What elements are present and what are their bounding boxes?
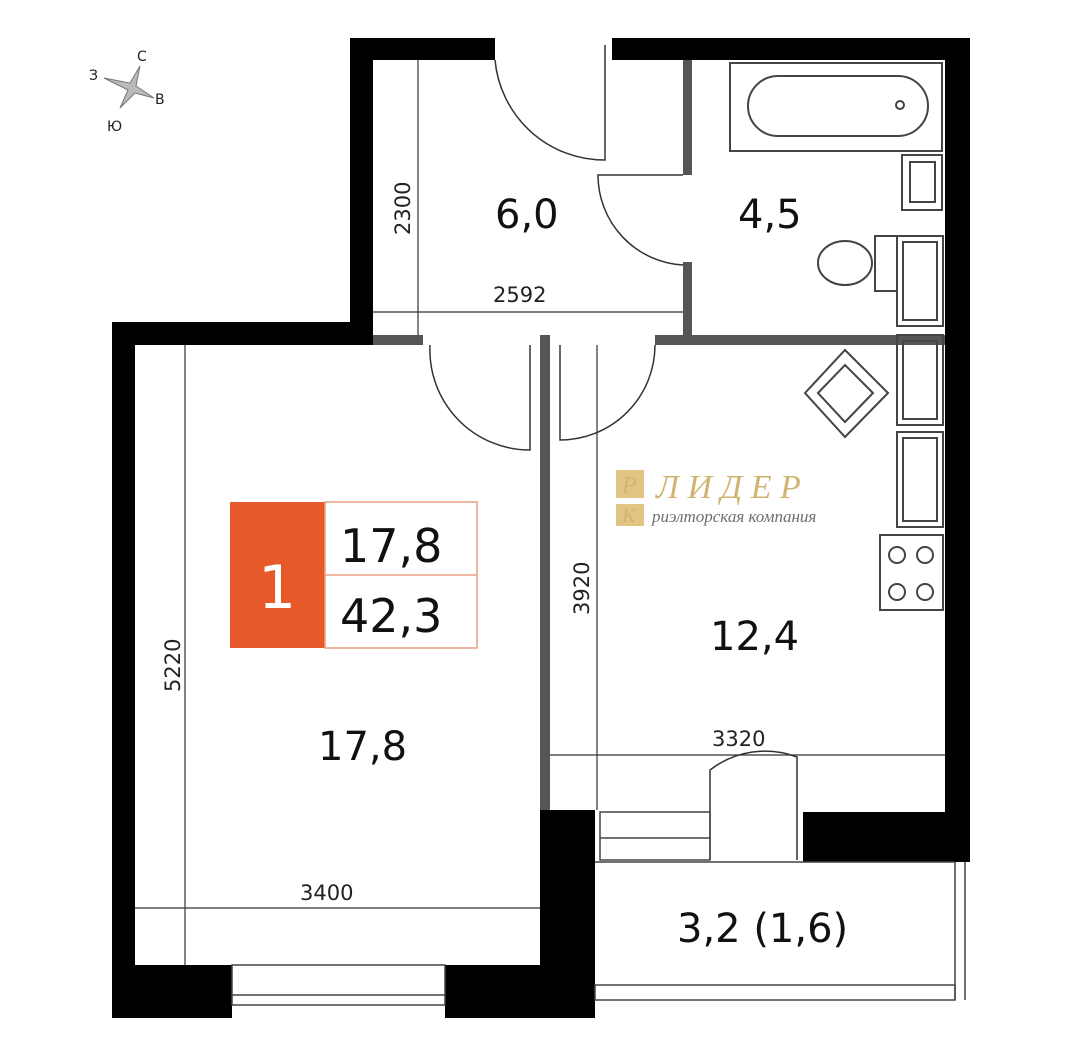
- area-kitchen: 12,4: [710, 614, 799, 660]
- compass-south: Ю: [107, 119, 122, 135]
- dim-hall-width: 2592: [493, 283, 546, 307]
- doors: [429, 45, 798, 860]
- dim-living-height: 5220: [161, 639, 185, 692]
- watermark-letter2: К: [621, 505, 637, 527]
- area-bathroom: 4,5: [738, 192, 802, 238]
- compass-east: В: [155, 92, 165, 108]
- dim-kitchen-width: 3320: [712, 727, 765, 751]
- fixtures: [729, 62, 944, 611]
- watermark-name: Л И Д Е Р: [655, 469, 801, 506]
- area-balcony: 3,2 (1,6): [677, 906, 848, 952]
- outer-walls: [112, 38, 970, 1018]
- bathtub-icon: [729, 62, 943, 152]
- summary-badge: 1 17,8 42,3: [230, 501, 478, 649]
- compass-icon: С З В Ю: [89, 49, 165, 135]
- watermark-tagline: риэлторская компания: [651, 507, 816, 526]
- living-area: 17,8: [340, 519, 442, 573]
- compass-north: С: [137, 49, 147, 65]
- area-living-room: 17,8: [318, 724, 407, 770]
- dim-hall-height: 2300: [391, 182, 415, 235]
- interior-walls: [373, 60, 945, 810]
- toilet-icon: [817, 240, 873, 286]
- stove-icon: [879, 534, 944, 611]
- sink-icon: [901, 154, 943, 211]
- kitchen-sink-icon: [803, 348, 890, 439]
- watermark-letter: Р: [621, 473, 637, 499]
- rooms-count: 1: [258, 553, 296, 623]
- windows: [231, 811, 966, 1006]
- area-hall: 6,0: [495, 192, 559, 238]
- compass-west: З: [89, 68, 98, 84]
- total-area: 42,3: [340, 589, 442, 643]
- dimension-lines: [135, 60, 945, 965]
- watermark-logo: Р Л И Д Е Р К риэлторская компания: [616, 469, 816, 527]
- dim-kitchen-height: 3920: [570, 562, 594, 615]
- dim-living-width: 3400: [300, 881, 353, 905]
